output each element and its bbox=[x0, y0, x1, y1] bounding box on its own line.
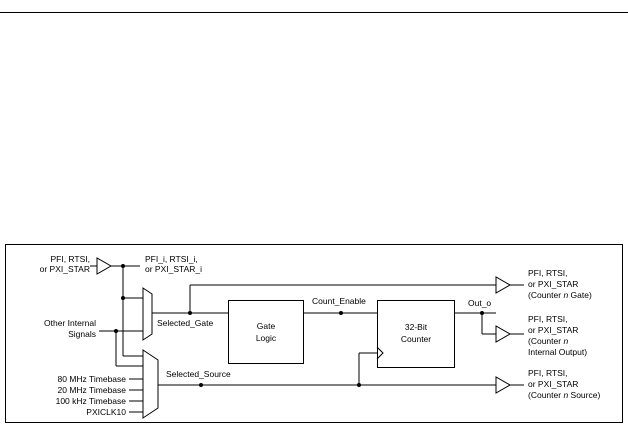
gate-logic-label-1: Gate bbox=[257, 321, 276, 331]
source-out-buffer bbox=[495, 376, 512, 394]
gate-mux bbox=[142, 287, 153, 341]
timebase-80mhz-label: 80 MHz Timebase bbox=[58, 374, 127, 384]
other-internal-label-1: Other Internal bbox=[44, 318, 96, 328]
gate-out-buffer bbox=[495, 276, 512, 294]
count-enable-label: Count_Enable bbox=[312, 296, 366, 306]
diagram-frame bbox=[5, 244, 623, 423]
junction-gate-mux bbox=[121, 296, 125, 300]
out-o-label: Out_o bbox=[468, 298, 491, 308]
out-internal-label-1: PFI, RTSI, bbox=[528, 314, 568, 324]
counter-label-1: 32-Bit bbox=[405, 322, 428, 332]
out-source-label-3: (Counter n Source) bbox=[528, 390, 600, 400]
out-gate-label-1: PFI, RTSI, bbox=[528, 268, 568, 278]
input-buffer bbox=[96, 257, 113, 275]
timebase-20mhz-label: 20 MHz Timebase bbox=[58, 385, 127, 395]
page-top-rule bbox=[0, 12, 628, 13]
input-internal-label-1: PFI_i, RTSI_i, bbox=[145, 254, 198, 264]
source-mux bbox=[142, 349, 159, 419]
out-source-label-2: or PXI_STAR bbox=[528, 379, 578, 389]
out-internal-label-3: (Counter n bbox=[528, 336, 568, 346]
timebase-100khz-label: 100 kHz Timebase bbox=[56, 396, 127, 406]
junction-count-enable bbox=[339, 311, 343, 315]
internal-out-buffer bbox=[495, 325, 512, 343]
out-gate-label-3: (Counter n Gate) bbox=[528, 290, 592, 300]
out-source-label-1: PFI, RTSI, bbox=[528, 368, 568, 378]
input-internal-label-2: or PXI_STAR_i bbox=[145, 264, 202, 274]
other-internal-label-2: Signals bbox=[68, 329, 96, 339]
out-internal-label-4: Internal Output) bbox=[528, 347, 587, 357]
selected-source-label: Selected_Source bbox=[166, 369, 231, 379]
selected-gate-label: Selected_Gate bbox=[157, 318, 214, 328]
input-top-label-1: PFI, RTSI, bbox=[50, 254, 90, 264]
gate-logic-label-2: Logic bbox=[256, 333, 277, 343]
gate-logic-block bbox=[228, 300, 304, 364]
counter-block bbox=[377, 300, 455, 368]
out-internal-label-2: or PXI_STAR bbox=[528, 325, 578, 335]
junction-selected-source bbox=[199, 383, 203, 387]
counter-clock-input bbox=[376, 346, 384, 360]
pxiclk10-label: PXICLK10 bbox=[86, 407, 126, 417]
input-top-label-2: or PXI_STAR bbox=[40, 264, 90, 274]
counter-label-2: Counter bbox=[401, 334, 431, 344]
out-gate-label-2: or PXI_STAR bbox=[528, 279, 578, 289]
